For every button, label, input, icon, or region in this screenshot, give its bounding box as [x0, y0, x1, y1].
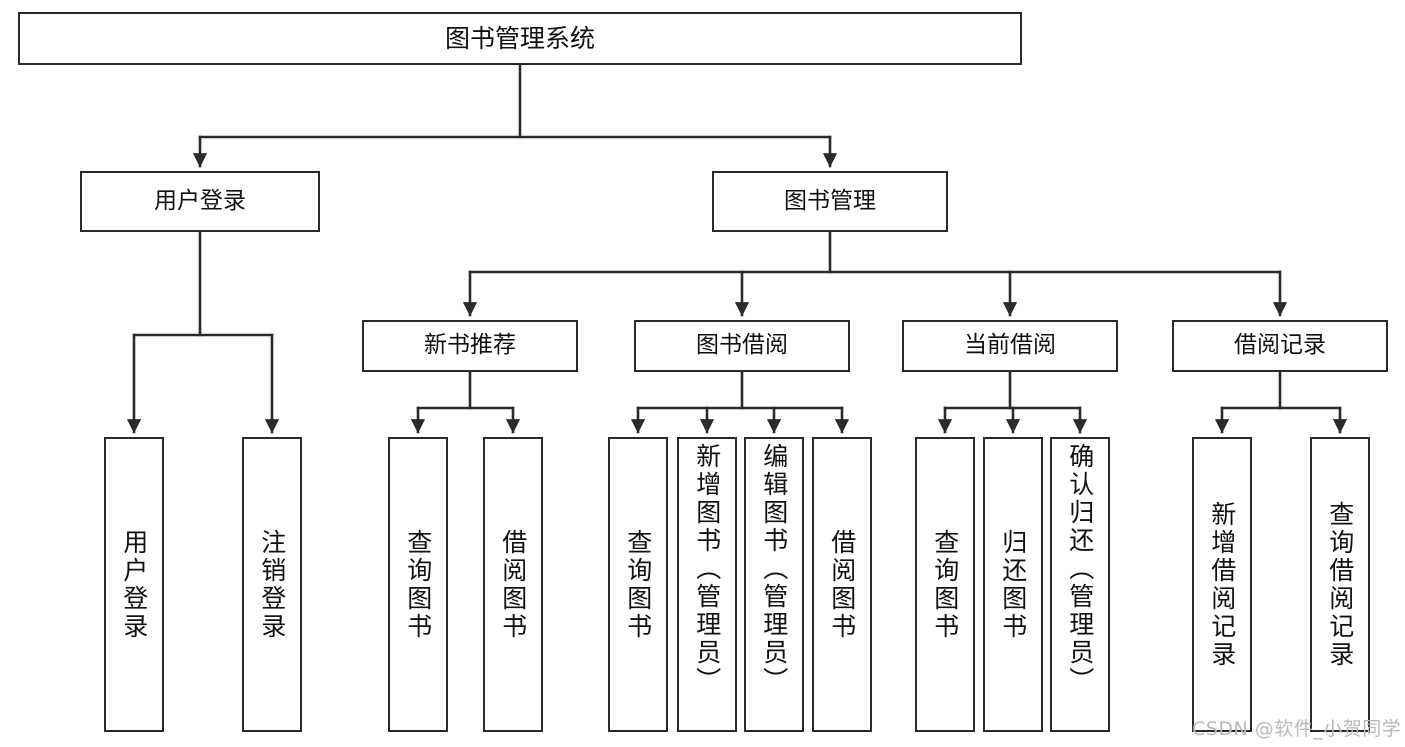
node-borrow-record[interactable]: 借阅记录	[1172, 320, 1388, 372]
node-leaf-borrow-book-1[interactable]: 借阅图书	[483, 437, 543, 732]
node-book-borrow[interactable]: 图书借阅	[634, 320, 850, 372]
node-leaf-query-book-1[interactable]: 查询图书	[388, 437, 448, 732]
node-new-book-recommend[interactable]: 新书推荐	[362, 320, 578, 372]
node-leaf-logout[interactable]: 注销登录	[242, 437, 302, 732]
node-leaf-user-login[interactable]: 用户登录	[104, 437, 164, 732]
node-book-manage[interactable]: 图书管理	[712, 171, 948, 232]
node-leaf-return-book[interactable]: 归还图书	[983, 437, 1043, 732]
node-current-borrow[interactable]: 当前借阅	[902, 320, 1118, 372]
node-root-title[interactable]: 图书管理系统	[18, 12, 1022, 65]
node-user-login[interactable]: 用户登录	[80, 171, 320, 232]
node-leaf-add-book-admin[interactable]: 新增图书（管理员）	[677, 437, 737, 732]
csdn-watermark: CSDN @软件_小贺同学	[1192, 718, 1402, 740]
node-leaf-query-book-2[interactable]: 查询图书	[608, 437, 668, 732]
node-leaf-edit-book-admin[interactable]: 编辑图书（管理员）	[744, 437, 804, 732]
node-leaf-confirm-return-admin[interactable]: 确认归还（管理员）	[1050, 437, 1110, 732]
node-leaf-add-borrow-record[interactable]: 新增借阅记录	[1192, 437, 1252, 732]
node-leaf-query-borrow-record[interactable]: 查询借阅记录	[1310, 437, 1370, 732]
node-leaf-borrow-book-2[interactable]: 借阅图书	[812, 437, 872, 732]
node-leaf-query-book-3[interactable]: 查询图书	[915, 437, 975, 732]
